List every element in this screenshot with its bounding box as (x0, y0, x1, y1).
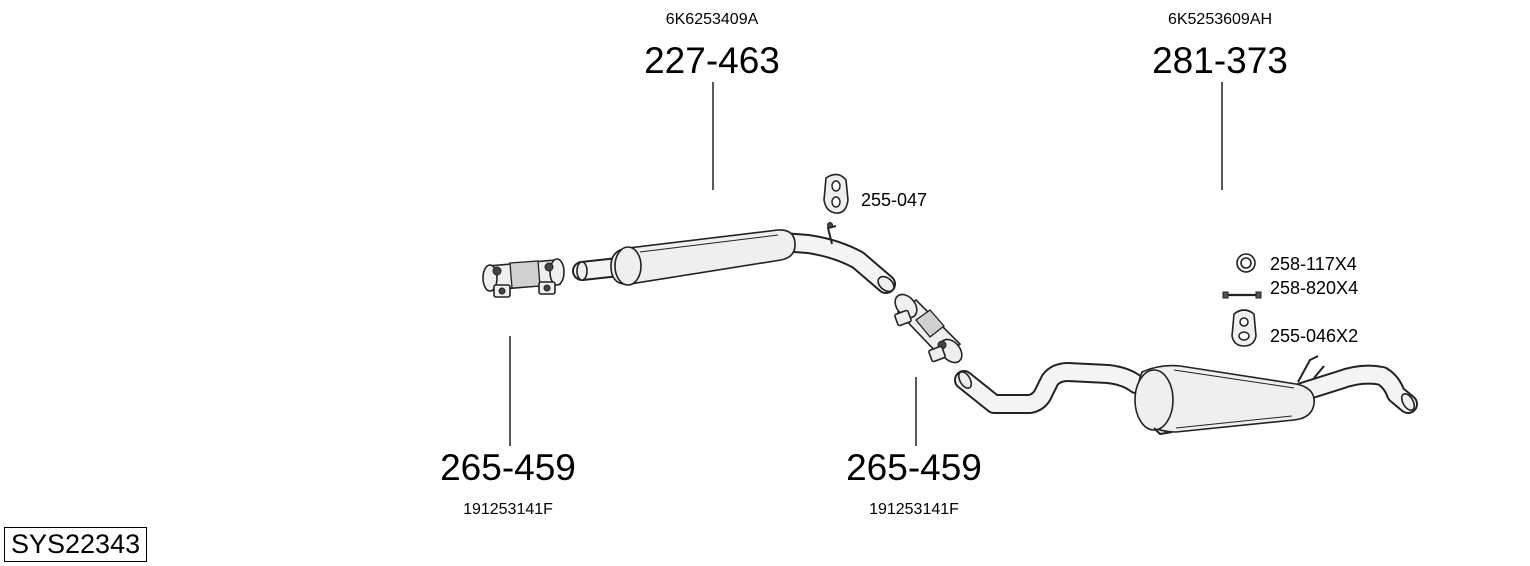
front-clamp-part-number[interactable]: 265-459 (440, 447, 576, 488)
rear-hanger-part-number[interactable]: 255-046X2 (1270, 326, 1358, 346)
bolt-part-number[interactable]: 258-820X4 (1270, 278, 1358, 298)
rear-silencer-oem-label: 6K5253609AH (1168, 11, 1272, 28)
front-clamp-drawing[interactable] (482, 258, 565, 298)
middle-silencer-part-number[interactable]: 227-463 (644, 40, 780, 81)
middle-silencer-drawing[interactable] (572, 222, 897, 295)
rear-hanger-icon[interactable] (1231, 309, 1257, 347)
ring-part-number[interactable]: 258-117X4 (1270, 254, 1357, 274)
rear-silencer-drawing[interactable] (954, 355, 1418, 436)
bolt-icon[interactable] (1222, 291, 1262, 299)
front-clamp-oem-label: 191253141F (463, 501, 553, 518)
middle-clamp-drawing[interactable] (891, 290, 967, 366)
middle-clamp-oem-label: 191253141F (869, 501, 959, 518)
rear-silencer-part-number[interactable]: 281-373 (1152, 40, 1288, 81)
ring-icon[interactable] (1236, 253, 1256, 273)
system-code-label: SYS22343 (4, 527, 148, 562)
middle-hanger-icon[interactable] (823, 173, 849, 214)
middle-hanger-part-number[interactable]: 255-047 (861, 190, 927, 210)
middle-clamp-part-number[interactable]: 265-459 (846, 447, 982, 488)
middle-silencer-oem-label: 6K6253409A (666, 11, 759, 28)
